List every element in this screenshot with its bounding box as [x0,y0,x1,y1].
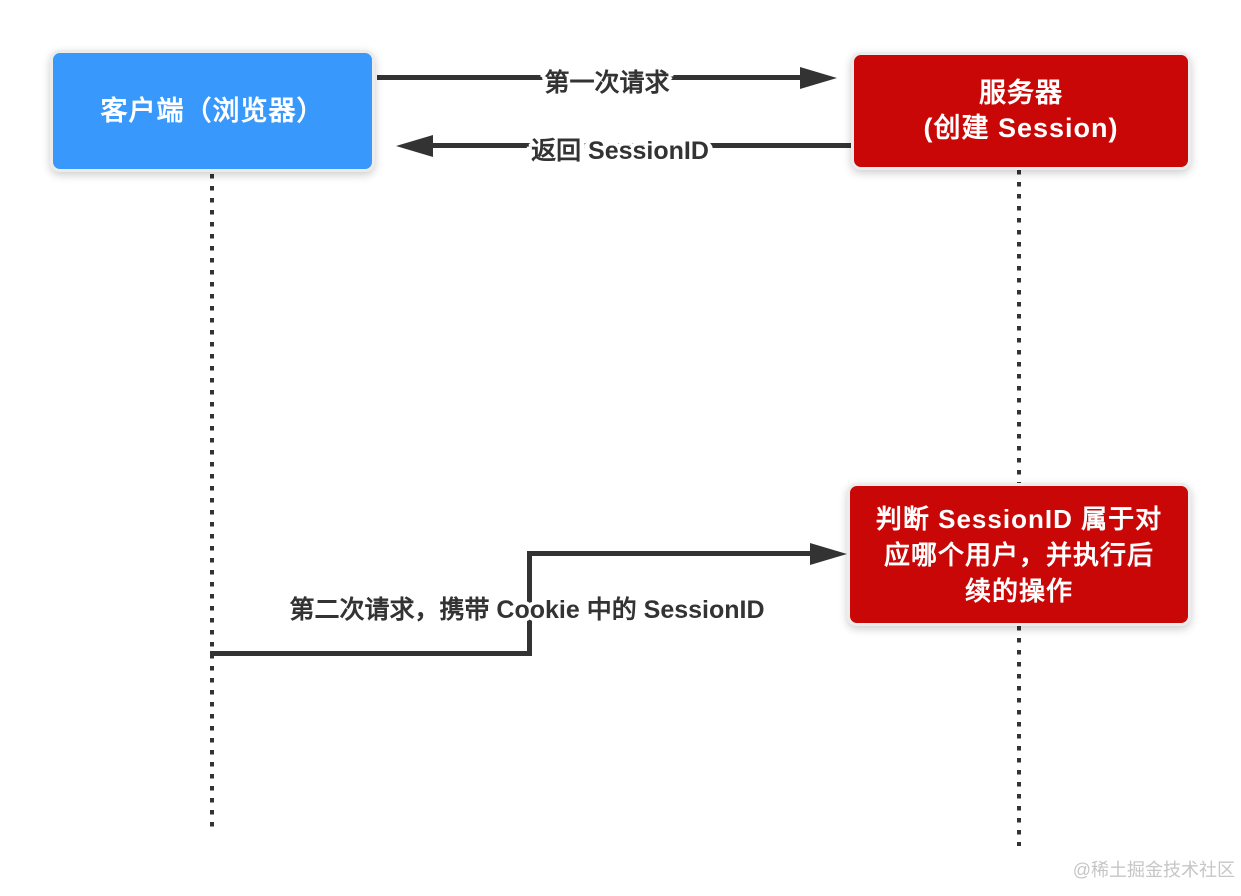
second-request-label: 第二次请求，携带 Cookie 中的 SessionID [289,596,765,624]
process-box: 判断 SessionID 属于对 应哪个用户，并执行后 续的操作 [847,483,1191,626]
client-box: 客户端（浏览器） [50,50,375,172]
server-box-line1: 服务器 [979,78,1063,108]
arrowhead-left-icon [396,135,433,157]
process-box-line2: 应哪个用户，并执行后 [883,539,1154,570]
return-session-label: 返回 SessionID [531,137,709,165]
second-request-line-bottom [210,651,532,656]
arrowhead-right-icon [810,543,847,565]
client-lifeline [210,174,214,828]
first-request-label: 第一次请求 [544,69,670,97]
server-box: 服务器 (创建 Session) [851,52,1191,170]
second-request-line-top [527,551,817,556]
watermark: @稀土掘金技术社区 [1072,860,1235,880]
server-box-line2: (创建 Session) [923,113,1119,143]
process-box-line1: 判断 SessionID 属于对 [875,503,1163,534]
process-box-line3: 续的操作 [964,575,1073,606]
first-request-line [377,75,807,80]
arrowhead-right-icon [800,67,837,89]
second-request-line-vertical [527,551,532,656]
return-session-line [428,143,852,148]
client-box-label: 客户端（浏览器） [100,96,325,126]
